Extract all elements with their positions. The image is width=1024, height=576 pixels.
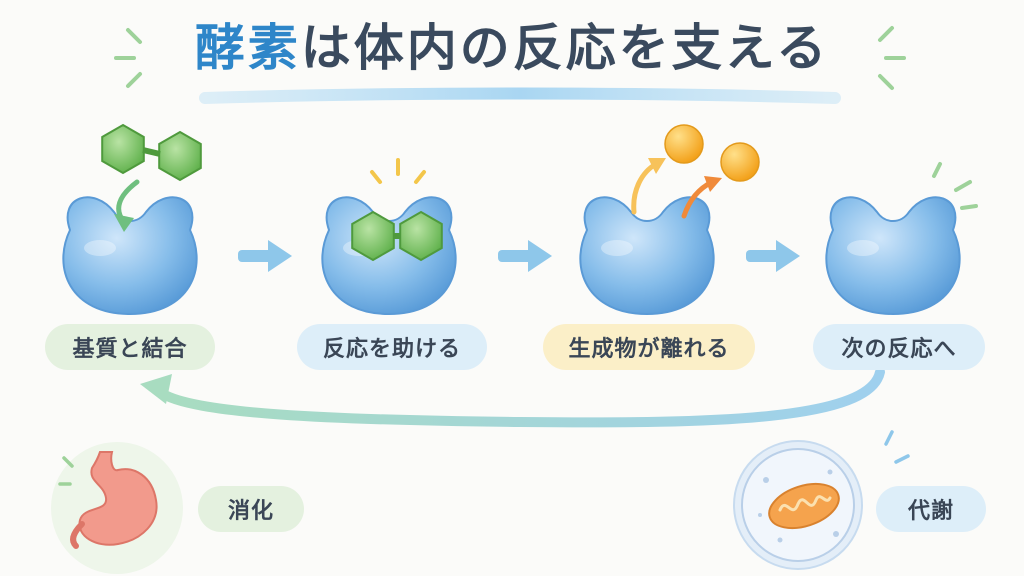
ready-sparkle-icon xyxy=(932,162,978,210)
step-label-next-reaction: 次の反応へ xyxy=(813,324,985,370)
cell-mitochondria-icon xyxy=(768,482,840,530)
binding-arrowhead-icon xyxy=(114,214,134,232)
step-arrow-2-icon xyxy=(498,240,552,272)
enzyme-4-icon xyxy=(825,196,961,315)
cell-dots-icon xyxy=(758,469,839,543)
bound-substrate-icon xyxy=(351,211,443,261)
enzyme-3-icon xyxy=(579,196,715,315)
enzyme-1-icon xyxy=(62,196,198,315)
example-label-metabolism: 代謝 xyxy=(876,486,986,532)
title-rest: は体内の反応を支える xyxy=(300,19,830,77)
cell-sparkle-icon xyxy=(884,430,910,464)
right-sparkle-icon xyxy=(878,26,906,90)
product-1-icon xyxy=(664,124,704,164)
cycle-arrow-icon xyxy=(155,367,885,428)
stomach-sparkle-icon xyxy=(58,456,74,486)
page-title: 酵素は体内の反応を支える xyxy=(0,18,1024,78)
substrate-molecule-icon xyxy=(101,124,202,181)
step-arrow-3-icon xyxy=(746,240,800,272)
release-arrowhead-2-icon xyxy=(704,176,722,192)
stomach-icon xyxy=(70,451,158,549)
release-arrow-1-icon xyxy=(631,161,659,215)
example-label-digestion: 消化 xyxy=(198,486,304,532)
title-underline xyxy=(199,87,841,104)
enzyme-2-icon xyxy=(321,196,457,315)
step-label-release-product: 生成物が離れる xyxy=(543,324,755,370)
product-2-icon xyxy=(720,142,760,182)
left-sparkle-icon xyxy=(114,28,142,88)
step-label-assist-reaction: 反応を助ける xyxy=(297,324,487,370)
reaction-sparkle-icon xyxy=(370,158,426,184)
step-arrow-1-icon xyxy=(238,240,292,272)
step-label-bind-substrate: 基質と結合 xyxy=(45,324,215,370)
cycle-arrowhead-icon xyxy=(140,374,172,404)
title-accent: 酵素 xyxy=(194,19,301,77)
release-arrowhead-1-icon xyxy=(648,158,666,174)
